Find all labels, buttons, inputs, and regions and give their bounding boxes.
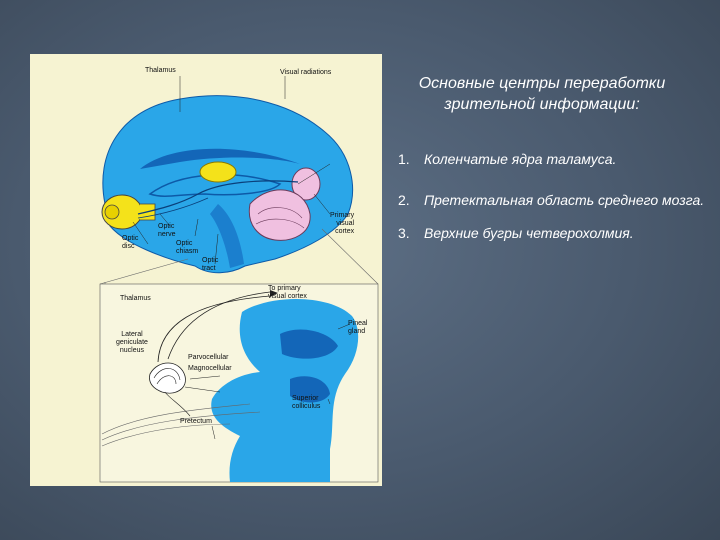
label-thalamus-top: Thalamus — [145, 67, 176, 74]
brainstem — [210, 204, 244, 268]
list-item: 2. Претектальная область среднего мозга. — [398, 191, 708, 210]
list-text: Претектальная область среднего мозга. — [424, 192, 705, 208]
list-text: Верхние бугры четверохолмия. — [424, 225, 634, 241]
label-magnocellular: Magnocellular — [188, 365, 232, 372]
superior-colliculus — [290, 376, 330, 403]
occipital-cortex — [291, 167, 321, 201]
label-visual-radiations: Visual radiations — [280, 69, 332, 76]
arrow-to-cortex-1 — [167, 291, 271, 360]
pineal-gland — [280, 329, 338, 359]
visual-pathway-figure: Thalamus Visual radiations Optic disc Op… — [30, 54, 382, 486]
list-number: 2. — [398, 192, 410, 208]
list-number: 3. — [398, 225, 410, 241]
list-item: 3. Верхние бугры четверохолмия. — [398, 224, 708, 243]
list-text: Коленчатые ядра таламуса. — [424, 151, 617, 167]
label-to-primary-visual-cortex: To primary visual cortex — [268, 285, 307, 300]
label-optic-nerve: Optic nerve — [158, 223, 176, 238]
label-thalamus-bottom: Thalamus — [120, 295, 151, 302]
optic-nerve-path — [137, 180, 299, 215]
corpus-callosum — [140, 148, 300, 169]
label-optic-disc: Optic disc — [122, 235, 139, 250]
slide-title: Основные центры переработки зрительной и… — [418, 75, 666, 113]
label-primary-visual-cortex: Primary visual cortex — [330, 212, 355, 235]
cerebellum — [248, 189, 311, 241]
label-pretectum: Pretectum — [180, 418, 212, 425]
list-number: 1. — [398, 151, 410, 167]
list-item: 1. Коленчатые ядра таламуса. — [398, 150, 708, 169]
arrow-to-cortex-2 — [157, 295, 271, 363]
label-optic-chiasm: Optic chiasm — [176, 240, 199, 255]
label-superior-colliculus: Superior colliculus — [292, 395, 321, 410]
lateral-geniculate-nucleus — [149, 362, 186, 394]
label-lateral-geniculate-nucleus: Lateral geniculate nucleus — [116, 331, 148, 354]
label-optic-tract: Optic tract — [202, 257, 219, 272]
centers-list: 1. Коленчатые ядра таламуса. 2. Претекта… — [398, 150, 708, 243]
brain-inner-contour — [148, 173, 282, 197]
label-pineal-gland: Pineal gland — [348, 320, 368, 335]
label-parvocellular: Parvocellular — [188, 354, 229, 361]
thalamus-nucleus — [199, 161, 237, 183]
visual-pathway-drawing — [99, 76, 379, 483]
